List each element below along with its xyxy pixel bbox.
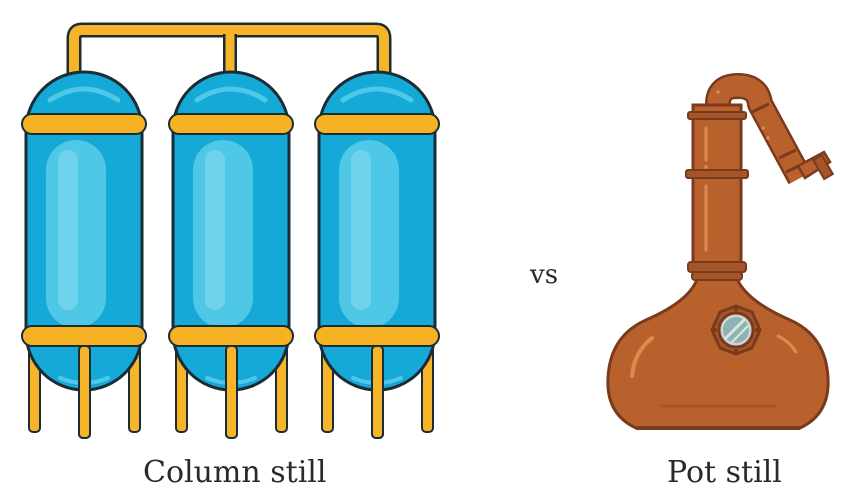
lyne-arm: [705, 73, 835, 185]
pot-still-label: Pot still: [667, 455, 782, 490]
porthole: [710, 304, 762, 356]
column-tank-1: [21, 70, 147, 439]
pot-bowl: [606, 261, 830, 430]
column-tank-3: [314, 70, 440, 439]
pot-still-icon: [606, 73, 835, 430]
column-tank-2: [168, 70, 294, 439]
column-still-icon: [21, 22, 440, 439]
versus-label: vs: [530, 260, 559, 290]
column-still-label: Column still: [143, 455, 327, 490]
pot-neck: [685, 90, 749, 275]
connecting-pipe: [66, 22, 392, 80]
